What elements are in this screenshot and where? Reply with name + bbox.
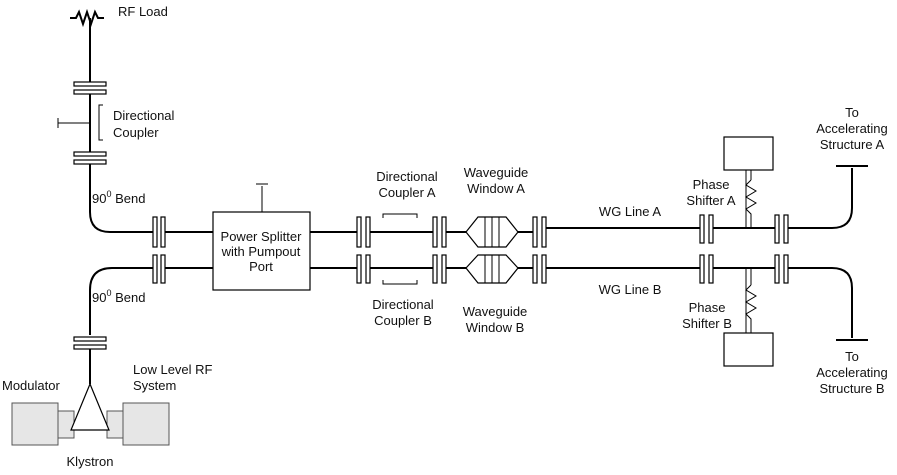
low-level-rf-label-1: Low Level RF [133, 362, 213, 377]
top-bend-label: 900 Bend [92, 189, 145, 206]
coupler-b-bracket [382, 280, 418, 285]
power-splitter-label-1: Power Splitter [221, 229, 303, 244]
structure-a-label-3: Structure A [820, 137, 885, 152]
power-splitter-box [212, 211, 311, 291]
wg-line-b-label: WG Line B [599, 282, 662, 297]
flange-icon [73, 336, 107, 350]
flange-icon [73, 81, 107, 95]
structure-a-label-2: Accelerating [816, 121, 888, 136]
bottom-bend-waveguide [89, 267, 155, 335]
coupler-port-icon [57, 118, 90, 128]
structure-b-label-2: Accelerating [816, 365, 888, 380]
flange-icon [532, 254, 547, 284]
klystron-label: Klystron [67, 454, 114, 469]
flange-icon [432, 254, 447, 284]
coupler-a-label-2: Coupler A [378, 185, 435, 200]
flange-icon [152, 216, 166, 248]
window-a-label-1: Waveguide [464, 165, 529, 180]
phase-shifter-a-label-2: Shifter A [686, 193, 735, 208]
modulator-box [11, 402, 59, 446]
top-bend-waveguide [89, 161, 155, 233]
phase-shifter-b-spring-icon [745, 284, 757, 333]
structure-b-label-3: Structure B [819, 381, 884, 396]
directional-coupler-label-1: Directional [113, 108, 175, 123]
flange-icon [532, 216, 547, 248]
modulator-label: Modulator [2, 378, 60, 393]
coupler-bracket [98, 104, 103, 141]
klystron-triangle-icon [70, 382, 110, 431]
coupler-a-bracket [382, 213, 418, 218]
waveguide-window-a-icon [465, 216, 519, 248]
coupler-b-label-1: Directional [372, 297, 434, 312]
line-a-output-bend [788, 168, 853, 229]
power-splitter-label-2: with Pumpout [221, 244, 301, 259]
directional-coupler-label-2: Coupler [113, 125, 159, 140]
structure-b-label-1: To [845, 349, 859, 364]
flange-icon [152, 254, 166, 284]
coupler-b-label-2: Coupler B [374, 313, 432, 328]
phase-shifter-b-label-1: Phase [689, 300, 726, 315]
structure-a-label-1: To [845, 105, 859, 120]
window-b-label-2: Window B [466, 320, 525, 335]
line-b-output-bend [788, 267, 853, 338]
flange-icon [356, 254, 371, 284]
window-a-label-2: Window A [467, 181, 525, 196]
rf-load-label: RF Load [118, 4, 168, 19]
power-splitter-label-3: Port [249, 259, 273, 274]
flange-icon [73, 151, 107, 165]
flange-icon [699, 254, 714, 284]
waveguide-window-b-icon [465, 254, 519, 284]
wg-line-a-label: WG Line A [599, 204, 661, 219]
coupler-a-label-1: Directional [376, 169, 438, 184]
flange-icon [774, 254, 789, 284]
llrf-coupling [106, 410, 124, 439]
phase-shifter-a-spring-icon [745, 179, 757, 228]
low-level-rf-label-2: System [133, 378, 176, 393]
window-b-label-1: Waveguide [463, 304, 528, 319]
flange-icon [699, 214, 714, 244]
flange-icon [774, 214, 789, 244]
modulator-coupling [57, 410, 75, 439]
phase-shifter-b-box [723, 332, 774, 367]
flange-icon [432, 216, 447, 248]
phase-shifter-b-label-2: Shifter B [682, 316, 732, 331]
bottom-bend-label: 900 Bend [92, 288, 145, 305]
low-level-rf-box [122, 402, 170, 446]
flange-icon [356, 216, 371, 248]
rf-load-resistor-icon [70, 8, 104, 28]
phase-shifter-a-label-1: Phase [693, 177, 730, 192]
phase-shifter-a-box [723, 136, 774, 171]
